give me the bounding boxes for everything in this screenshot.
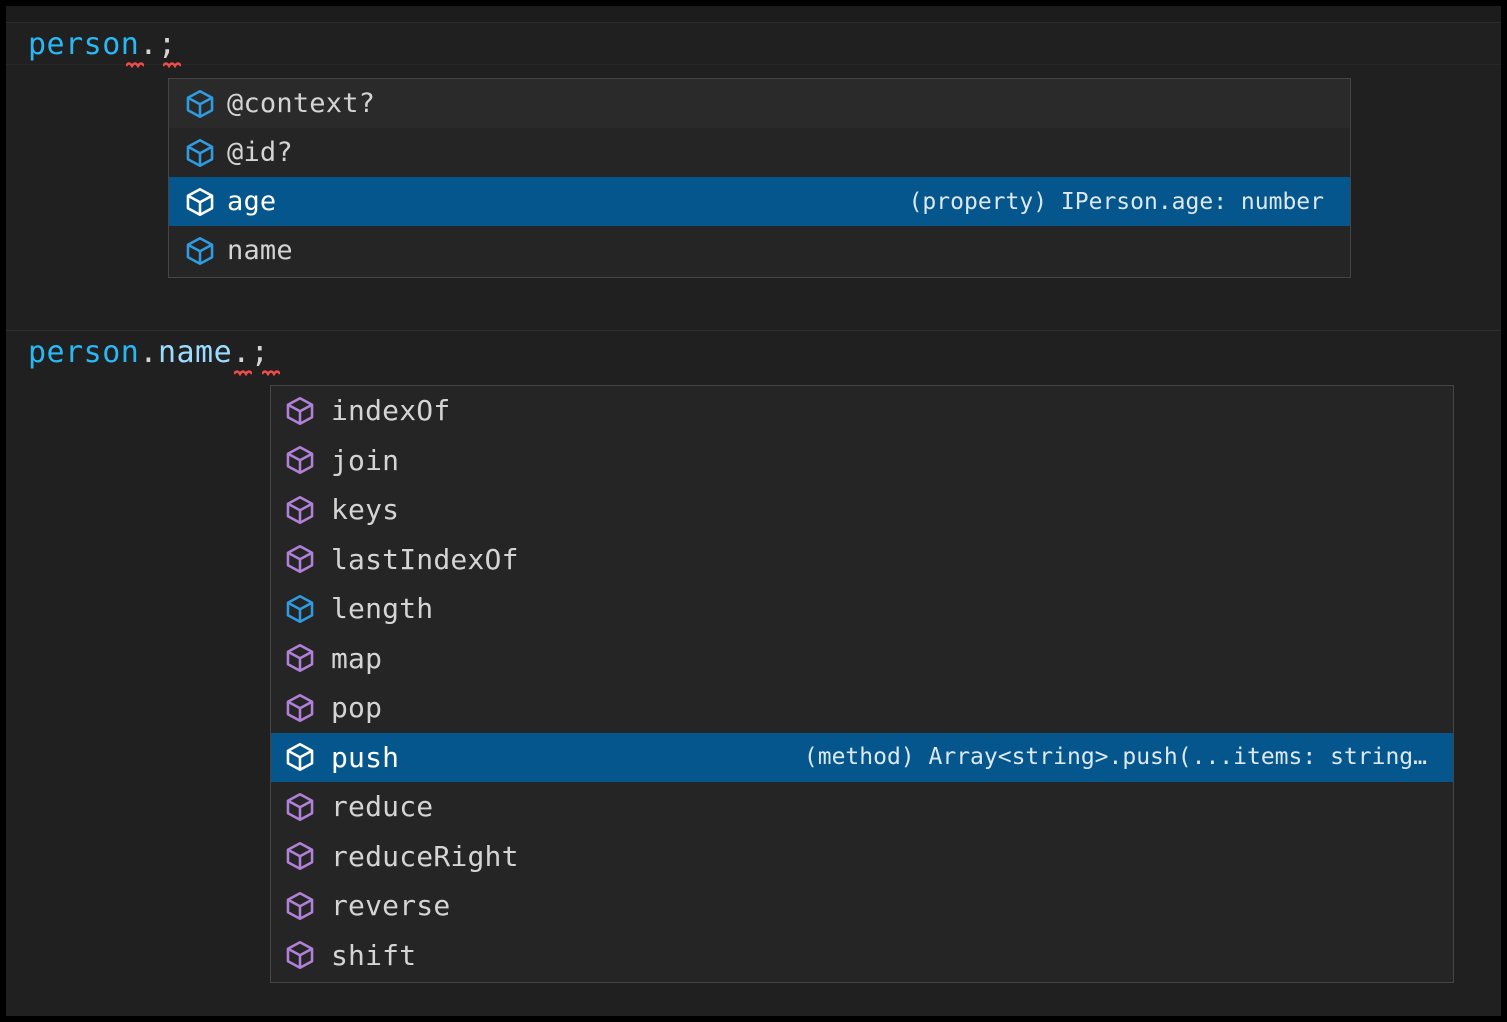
error-squiggle-4 [262,369,280,376]
cube-property-icon [183,234,217,268]
completion-item-label: push [331,740,400,774]
cube-method-icon [283,443,317,477]
code-token-variable: person [28,335,140,370]
completion-item[interactable]: pop [271,683,1453,733]
completion-item[interactable]: length [271,584,1453,634]
completion-item-label: map [331,641,383,675]
code-token-variable: person [28,27,140,62]
editor-separator-line [6,330,1501,331]
completion-item[interactable]: name [169,226,1350,275]
completion-item[interactable]: keys [271,485,1453,535]
code-token-punct: ; [250,335,270,370]
completion-item[interactable]: map [271,633,1453,683]
error-squiggle-3 [234,369,252,376]
cube-method-icon [283,740,317,774]
cube-property-icon [183,87,217,121]
cube-method-icon [283,641,317,675]
completion-item-label: indexOf [331,394,451,428]
code-line-person-name[interactable]: person.name.; [28,336,269,370]
completion-item-label: reduceRight [331,839,519,873]
completion-item[interactable]: push (method) Array<string>.push(...items… [271,732,1453,782]
completion-item-label: length [331,592,434,626]
completion-item-label: name [227,235,293,266]
completion-item[interactable]: join [271,435,1453,485]
cube-method-icon [283,493,317,527]
cube-property-icon [183,136,217,170]
code-token-punct: . [232,335,251,370]
cube-property-icon [283,592,317,626]
completion-item-label: age [227,186,277,217]
completion-item[interactable]: lastIndexOf [271,534,1453,584]
cube-method-icon [283,394,317,428]
cube-method-icon [283,542,317,576]
completion-item-label: lastIndexOf [331,542,519,576]
completion-item-label: join [331,443,400,477]
autocomplete-popup-person[interactable]: @context? @id? age (property) IPerson.age: … [168,78,1351,278]
completion-item-label: reverse [331,889,451,923]
completion-item-label: keys [331,493,400,527]
code-token-punct: . [139,335,158,370]
editor-top-band [6,6,1501,23]
code-token-punct: . [139,27,158,62]
cube-property-icon [183,185,217,219]
editor-separator-line-2 [6,64,1501,65]
code-token-property: name [157,335,233,370]
error-squiggle-1 [126,61,144,68]
completion-item[interactable]: indexOf [271,386,1453,436]
completion-item-label: pop [331,691,383,725]
completion-item[interactable]: reverse [271,881,1453,931]
completion-item-label: reduce [331,790,434,824]
completion-item[interactable]: reduce [271,782,1453,832]
error-squiggle-2 [163,61,181,68]
completion-item[interactable]: @id? [169,128,1350,177]
cube-method-icon [283,839,317,873]
completion-item-label: @id? [227,137,293,168]
code-token-punct: ; [157,27,177,62]
autocomplete-popup-person-name[interactable]: indexOf join keys lastIndexOf length map pop pu… [270,385,1454,983]
completion-item-label: @context? [227,88,376,119]
completion-item-detail: (property) IPerson.age: number [908,188,1324,215]
completion-item[interactable]: age (property) IPerson.age: number [169,177,1350,226]
cube-method-icon [283,790,317,824]
code-editor-surface[interactable]: person.; person.name.; @context?@id?age(… [6,6,1501,1016]
cube-method-icon [283,691,317,725]
completion-item[interactable]: shift [271,930,1453,980]
completion-item[interactable]: reduceRight [271,831,1453,881]
completion-item[interactable]: @context? [169,79,1350,128]
cube-method-icon [283,889,317,923]
completion-item-detail: (method) Array<string>.push(...items: st… [803,744,1427,771]
completion-item-label: shift [331,938,417,972]
code-line-person[interactable]: person.; [28,28,177,62]
cube-method-icon [283,938,317,972]
